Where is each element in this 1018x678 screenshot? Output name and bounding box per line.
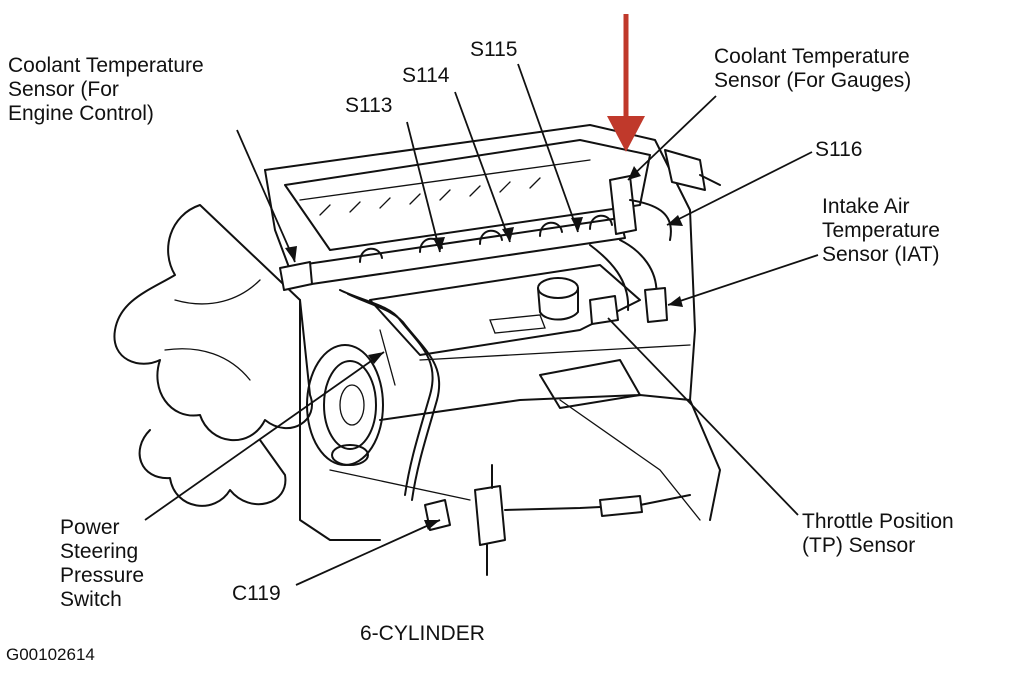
label-intake-air-temp-sensor: Intake Air Temperature Sensor (IAT) [822,195,940,266]
lower-components [379,329,691,576]
label-s113: S113 [345,94,393,117]
label-power-steering-pressure-switch: Power Steering Pressure Switch [60,516,145,611]
figure-code: G00102614 [6,645,95,664]
label-s115: S115 [470,38,518,61]
engine-fan [113,204,313,507]
label-coolant-temp-gauges: Coolant Temperature Sensor (For Gauges) [714,45,912,92]
label-coolant-temp-engine: Coolant Temperature Sensor (For Engine C… [8,54,204,125]
label-throttle-position-sensor: Throttle Position (TP) Sensor [802,510,954,557]
crank-pulley [306,344,384,466]
valve-cover [284,139,651,251]
wiring-harness [339,149,721,501]
intake-manifold [369,264,641,409]
figure-caption: 6-CYLINDER [360,622,485,645]
fuel-rail [279,214,626,291]
label-c119: C119 [232,582,281,605]
leader-lines [144,63,819,586]
label-s114: S114 [402,64,450,87]
label-s116: S116 [815,138,863,161]
highlight-arrow [607,14,645,152]
